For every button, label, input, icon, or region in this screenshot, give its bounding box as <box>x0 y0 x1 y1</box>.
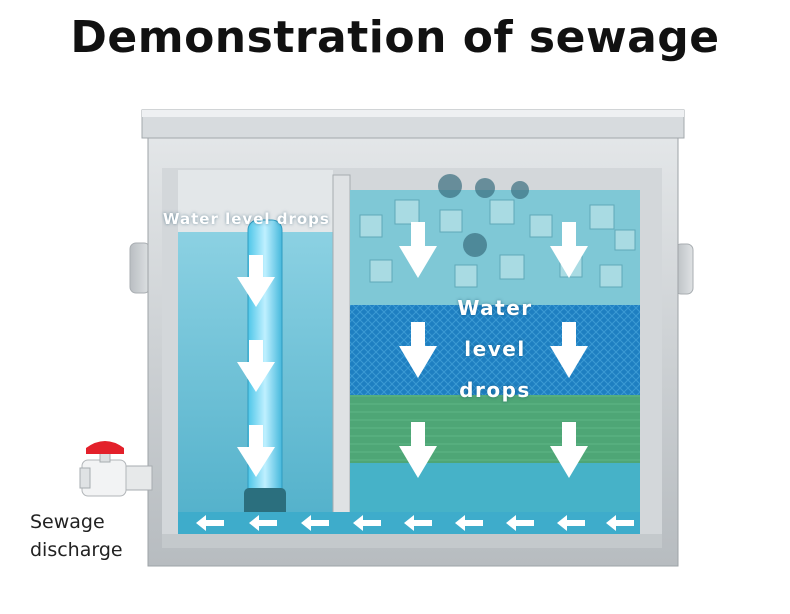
down-arrows <box>237 222 588 478</box>
left-arrow <box>249 515 277 531</box>
media-cubes <box>359 199 636 288</box>
left-arrow <box>557 515 585 531</box>
down-arrow <box>237 255 275 307</box>
down-arrow <box>399 422 437 478</box>
down-arrow <box>399 322 437 378</box>
down-arrow <box>550 322 588 378</box>
left-arrow <box>301 515 329 531</box>
right-label-line-1: Water <box>457 296 533 320</box>
left-chamber-label: Water level drops <box>163 210 330 228</box>
left-arrows <box>196 515 634 531</box>
left-pipe <box>129 242 151 294</box>
right-chamber-label: Water level drops <box>440 288 550 411</box>
filter-mesh-blue <box>350 305 640 395</box>
page-title: Demonstration of sewage <box>70 12 720 63</box>
right-label-line-2: level <box>464 337 526 361</box>
left-arrow <box>455 515 483 531</box>
filter-sponge-green <box>350 395 640 463</box>
down-arrow <box>399 222 437 278</box>
down-arrow <box>237 425 275 477</box>
sewage-discharge-label: Sewage discharge <box>30 508 123 564</box>
down-arrow <box>237 340 275 392</box>
down-arrow <box>550 422 588 478</box>
left-arrow <box>606 515 634 531</box>
drain-valve <box>79 441 153 497</box>
divider-wall <box>332 174 351 514</box>
left-arrow <box>404 515 432 531</box>
right-label-line-3: drops <box>459 378 531 402</box>
down-arrow <box>550 222 588 278</box>
left-arrow <box>196 515 224 531</box>
discharge-line-2: discharge <box>30 539 123 561</box>
left-arrow <box>506 515 534 531</box>
discharge-line-1: Sewage <box>30 511 105 533</box>
left-arrow <box>353 515 381 531</box>
